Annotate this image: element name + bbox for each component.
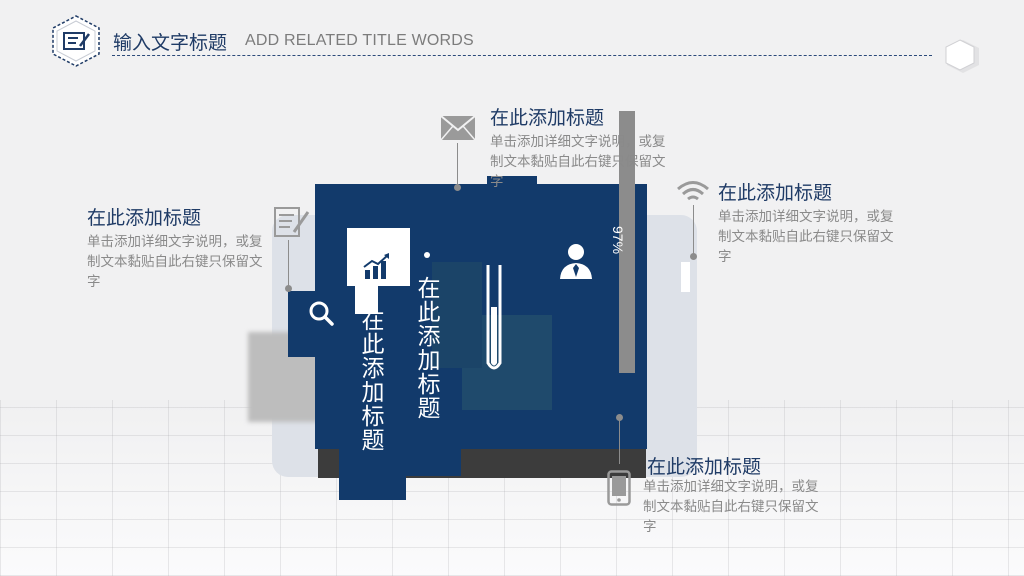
edit-note-icon <box>52 15 100 67</box>
callout-title-right: 在此添加标题 <box>718 183 833 204</box>
callout-title-top: 在此添加标题 <box>490 108 605 129</box>
callout-body-right: 单击添加详细文字说明，或复制文本黏贴自此右键只保留文字 <box>718 209 894 264</box>
callout-body-top: 单击添加详细文字说明，或复制文本黏贴自此右键只保留文字 <box>490 134 666 189</box>
white-dot <box>424 252 430 258</box>
progress-bar <box>619 111 635 373</box>
connector-dot-left <box>285 285 292 292</box>
callout-body-bottom: 单击添加详细文字说明，或复制文本黏贴自此右键只保留文字 <box>643 479 819 534</box>
callout-title-left: 在此添加标题 <box>87 208 202 229</box>
test-tube-icon <box>486 265 502 370</box>
search-icon <box>309 301 334 326</box>
navy-top-tab <box>487 176 537 186</box>
chart-icon <box>363 253 389 279</box>
vertical-title-2: 在此添加标题 <box>414 276 440 420</box>
connector-line-top <box>457 143 458 187</box>
connector-dot-bottom <box>616 414 623 421</box>
white-mark <box>681 262 690 292</box>
envelope-icon <box>440 115 476 141</box>
hexagon-ornament-icon <box>945 39 979 73</box>
connector-dot-right <box>690 253 697 260</box>
mobile-phone-icon <box>607 470 631 506</box>
page-subtitle: ADD RELATED TITLE WORDS <box>245 32 474 49</box>
chart-tile <box>347 228 410 286</box>
header-divider <box>112 55 932 56</box>
page-title: 输入文字标题 <box>113 33 228 54</box>
connector-line-right <box>693 205 694 255</box>
notepad-icon <box>274 207 310 237</box>
wifi-icon <box>677 181 709 201</box>
connector-dot-top <box>454 184 461 191</box>
connector-line-left <box>288 240 289 286</box>
user-icon <box>560 244 592 279</box>
progress-label: 97% <box>610 226 626 255</box>
chart-tile-tail <box>355 284 378 314</box>
navy-foot-block <box>339 470 406 500</box>
inner-teal-block-2 <box>432 262 482 368</box>
vertical-title-1: 在此添加标题 <box>358 308 384 452</box>
callout-body-left: 单击添加详细文字说明，或复制文本黏贴自此右键只保留文字 <box>87 234 263 289</box>
connector-line-bottom <box>619 418 620 464</box>
callout-title-bottom: 在此添加标题 <box>647 457 762 478</box>
